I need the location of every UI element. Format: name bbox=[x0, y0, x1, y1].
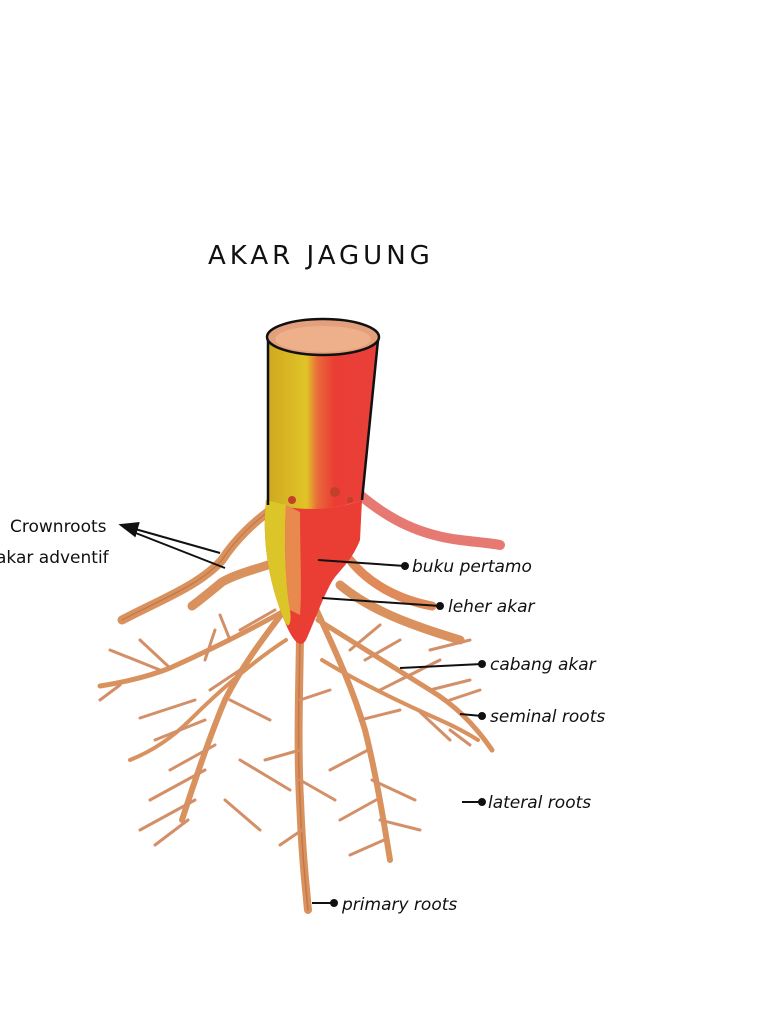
label-crown-roots: Crownroots bbox=[10, 517, 107, 537]
label-root-branch: cabang akar bbox=[490, 655, 597, 675]
label-primary-roots: primary roots bbox=[341, 895, 457, 915]
crown-root-right-1 bbox=[355, 490, 505, 550]
first-node-leader bbox=[317, 559, 406, 567]
diagram-title: AKAR JAGUNG bbox=[208, 241, 434, 271]
stem bbox=[264, 317, 381, 644]
crown-root-left-2 bbox=[187, 555, 287, 611]
lateral-roots bbox=[98, 608, 482, 857]
crown-roots-leader bbox=[118, 522, 221, 554]
seminal-root-right bbox=[309, 597, 393, 863]
label-seminal-roots: seminal roots bbox=[490, 707, 605, 727]
label-lateral-roots: lateral roots bbox=[488, 793, 591, 813]
leader-lines bbox=[118, 522, 486, 907]
root-collar-leader bbox=[321, 597, 441, 607]
labels: Crownroots akar adventif buku pertamo le… bbox=[0, 517, 605, 915]
seminal-root-left bbox=[179, 597, 295, 823]
first-node-mark bbox=[288, 496, 296, 504]
label-first-node: buku pertamo bbox=[412, 557, 532, 577]
label-root-collar: leher akar bbox=[448, 597, 535, 617]
root-branch-leader bbox=[399, 663, 483, 669]
crown-root-right-3 bbox=[335, 580, 465, 645]
root-system bbox=[97, 490, 505, 914]
label-adventitious: akar adventif bbox=[0, 548, 110, 568]
